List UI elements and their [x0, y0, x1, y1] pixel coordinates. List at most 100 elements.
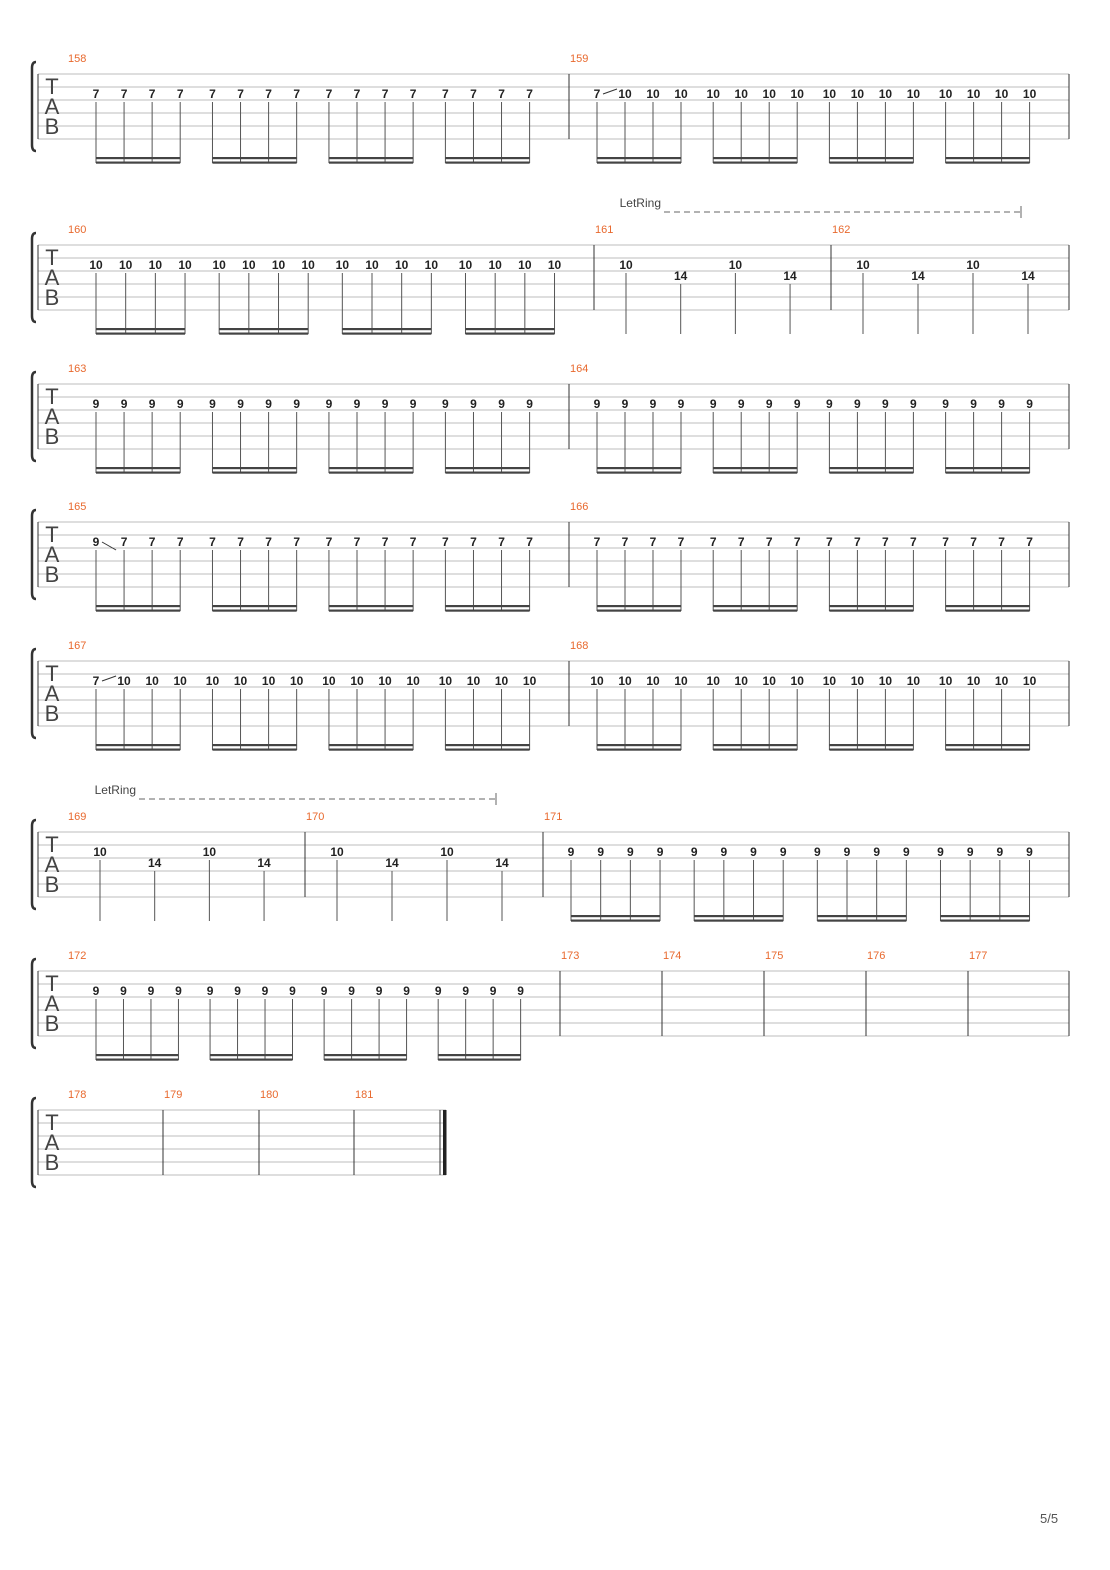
measure-number: 170 — [306, 811, 324, 823]
tab-clef-letter: A — [45, 1130, 60, 1155]
fret-number: 10 — [823, 674, 837, 688]
fret-number: 7 — [1026, 535, 1033, 549]
slide-mark — [101, 675, 117, 682]
beam-secondary — [212, 609, 297, 612]
beam-secondary — [212, 471, 297, 474]
beam-primary — [445, 467, 530, 470]
fret-number: 7 — [121, 535, 128, 549]
slide-mark — [602, 88, 618, 95]
beam-secondary — [219, 332, 309, 335]
measure-number: 158 — [68, 53, 86, 65]
fret-number: 10 — [791, 87, 805, 101]
fret-number: 7 — [738, 535, 745, 549]
beam-secondary — [328, 161, 414, 164]
fret-number: 10 — [488, 258, 502, 272]
beam-primary — [597, 157, 681, 160]
fret-number: 7 — [382, 87, 389, 101]
beam-primary — [597, 467, 681, 470]
fret-number: 10 — [290, 674, 304, 688]
beam-primary — [445, 157, 530, 160]
fret-number: 9 — [93, 535, 100, 549]
fret-number: 9 — [120, 984, 127, 998]
fret-number: 7 — [410, 87, 417, 101]
fret-number: 9 — [780, 845, 787, 859]
measure-number: 169 — [68, 811, 86, 823]
fret-number: 10 — [619, 258, 633, 272]
fret-number: 9 — [937, 845, 944, 859]
page-number: 5/5 — [1040, 1511, 1059, 1526]
fret-number: 10 — [879, 674, 893, 688]
fret-number: 9 — [766, 397, 773, 411]
beam-secondary — [713, 748, 798, 751]
tab-clef-letter: B — [45, 114, 60, 139]
beam-secondary — [694, 919, 784, 922]
fret-number: 7 — [265, 535, 272, 549]
fret-number: 7 — [382, 535, 389, 549]
fret-number: 9 — [148, 984, 155, 998]
beam-secondary — [817, 919, 907, 922]
beam-secondary — [212, 748, 297, 751]
beam-primary — [945, 157, 1030, 160]
beam-primary — [212, 157, 297, 160]
fret-number: 9 — [175, 984, 182, 998]
tab-clef-letter: B — [45, 285, 60, 310]
beam-secondary — [210, 1058, 293, 1061]
fret-number: 10 — [119, 258, 133, 272]
fret-number: 10 — [618, 87, 632, 101]
fret-number: 10 — [618, 674, 632, 688]
fret-number: 9 — [526, 397, 533, 411]
beam-secondary — [445, 471, 530, 474]
beam-primary — [328, 744, 414, 747]
fret-number: 10 — [735, 87, 749, 101]
fret-number: 10 — [966, 258, 980, 272]
beam-secondary — [945, 471, 1030, 474]
fret-number: 7 — [326, 87, 333, 101]
fret-number: 9 — [738, 397, 745, 411]
fret-number: 10 — [365, 258, 379, 272]
tab-clef-letter: A — [45, 265, 60, 290]
fret-number: 9 — [410, 397, 417, 411]
fret-number: 9 — [942, 397, 949, 411]
system-bracket — [30, 647, 37, 740]
fret-number: 10 — [823, 87, 837, 101]
fret-number: 7 — [526, 535, 533, 549]
measure-number: 168 — [570, 640, 588, 652]
measure-number: 176 — [867, 950, 885, 962]
measure-number: 180 — [260, 1089, 278, 1101]
fret-number: 10 — [674, 674, 688, 688]
fret-number: 9 — [594, 397, 601, 411]
measure-number: 164 — [570, 363, 588, 375]
beam-secondary — [445, 748, 530, 751]
tab-clef-letter: T — [45, 1110, 58, 1135]
fret-number: 10 — [322, 674, 336, 688]
beam-primary — [713, 605, 798, 608]
beam-primary — [945, 467, 1030, 470]
beam-primary — [940, 915, 1030, 918]
fret-number: 7 — [998, 535, 1005, 549]
measure-number: 181 — [355, 1089, 373, 1101]
beam-primary — [96, 328, 186, 331]
measure-number: 171 — [544, 811, 562, 823]
fret-number: 9 — [844, 845, 851, 859]
fret-number: 9 — [814, 845, 821, 859]
measure-number: 178 — [68, 1089, 86, 1101]
system-bracket — [30, 370, 37, 463]
fret-number: 9 — [622, 397, 629, 411]
fret-number: 10 — [378, 674, 392, 688]
fret-number: 10 — [590, 674, 604, 688]
fret-number: 10 — [467, 674, 481, 688]
beam-primary — [829, 605, 914, 608]
fret-number: 9 — [970, 397, 977, 411]
fret-number: 7 — [678, 535, 685, 549]
beam-secondary — [829, 161, 914, 164]
fret-number: 10 — [763, 87, 777, 101]
measure-number: 166 — [570, 501, 588, 513]
fret-number: 9 — [882, 397, 889, 411]
beam-secondary — [829, 471, 914, 474]
beam-secondary — [945, 748, 1030, 751]
beam-primary — [438, 1054, 521, 1057]
beam-primary — [324, 1054, 407, 1057]
fret-number: 10 — [707, 87, 721, 101]
tab-clef-letter: T — [45, 522, 58, 547]
tab-clef-letter: B — [45, 701, 60, 726]
